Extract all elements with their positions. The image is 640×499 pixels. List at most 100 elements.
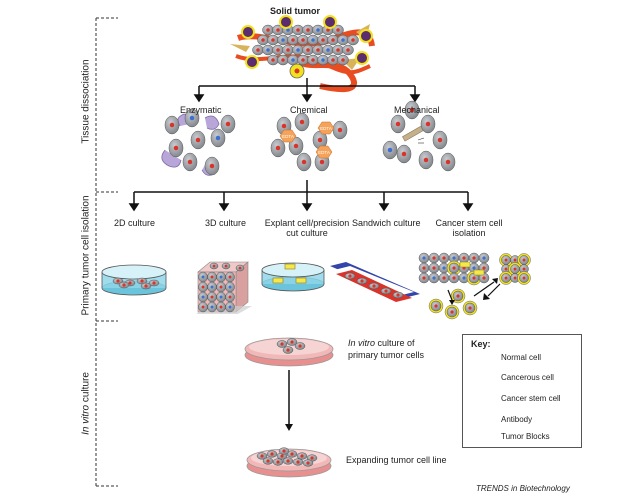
csc-cluster-cell	[478, 252, 490, 264]
cube-cell	[198, 271, 208, 283]
stage-culture-word: culture	[80, 372, 92, 405]
solid-tumor-title: Solid tumor	[270, 6, 320, 16]
key-antibody: Antibody	[501, 415, 533, 424]
mechanical-cell	[418, 150, 434, 170]
tumor-nodule	[323, 15, 337, 29]
mechanical-cell	[432, 130, 448, 150]
tumor-cell	[277, 34, 289, 46]
cube-cell	[225, 271, 235, 283]
tumor-nodule	[241, 25, 255, 39]
tumor-cell	[252, 44, 264, 56]
tumor-cell	[292, 44, 304, 56]
tumor-cell	[272, 44, 284, 56]
csc-isolation	[418, 252, 531, 320]
tumor-block	[473, 269, 485, 276]
isolation-csc-line1: Cancer stem cell	[435, 218, 503, 228]
cube-cell	[207, 271, 217, 283]
cube-cell	[209, 262, 219, 270]
tumor-nodule	[359, 29, 373, 43]
tumor-nodule	[245, 55, 259, 69]
expanding-cell	[302, 459, 314, 467]
tumor-cell	[332, 24, 344, 36]
sandwich-culture	[330, 262, 420, 302]
edta-tag: EDTA	[315, 145, 333, 159]
csc-sorted-cell	[444, 304, 460, 320]
invitro-dish	[244, 337, 334, 367]
method-chemical: Chemical	[290, 105, 328, 115]
enzymatic-cell	[190, 130, 206, 150]
tumor-cell	[272, 24, 284, 36]
tumor-cell	[292, 24, 304, 36]
cube-cell	[198, 291, 208, 303]
tumor-cell	[327, 54, 339, 66]
csc-cluster-cell	[517, 271, 531, 285]
sandwich-cell	[368, 282, 380, 290]
cube-cell	[216, 271, 226, 283]
invitro-rest: culture of	[375, 338, 415, 348]
stage-tissue-dissociation: Tissue dissociation	[80, 59, 92, 144]
mechanical-cell	[440, 152, 456, 172]
isolation-explant-line2: cut culture	[286, 228, 328, 238]
tumor-cell	[332, 44, 344, 56]
tumor-cell	[262, 44, 274, 56]
key-normal: Normal cell	[501, 353, 542, 362]
tumor-cell	[312, 44, 324, 56]
key-cancerous: Cancerous cell	[501, 373, 554, 382]
csc-cluster-cell	[517, 253, 531, 267]
expanding-cell	[256, 452, 268, 460]
tumor-cell	[297, 54, 309, 66]
cube-cell	[225, 291, 235, 303]
dissociation-connectors	[193, 78, 421, 103]
csc-cluster-cell	[438, 262, 450, 274]
solid-tumor-illustration	[230, 15, 375, 93]
cube-cell	[216, 291, 226, 303]
mechanical-cluster	[382, 100, 456, 172]
stage-in-vitro-italic: In vitro	[80, 404, 92, 435]
mechanical-cell	[420, 114, 436, 134]
method-enzymatic: Enzymatic	[180, 105, 222, 115]
dish-cell	[140, 282, 152, 290]
tumor-cell	[287, 34, 299, 46]
tumor-block	[459, 261, 471, 268]
tumor-cell	[337, 54, 349, 66]
csc-cluster-cell	[418, 272, 430, 284]
sandwich-cell	[392, 291, 404, 299]
csc-sorted-cell	[450, 288, 466, 304]
invitro-cell	[276, 340, 288, 348]
tumor-cell	[302, 44, 314, 56]
edta-tag: EDTA	[317, 121, 335, 135]
tumor-cell	[267, 54, 279, 66]
cube-cell	[198, 281, 208, 293]
method-mechanical: Mechanical	[394, 105, 440, 115]
isolation-csc: Cancer stem cell isolation	[426, 218, 512, 238]
culture-2d-dish	[101, 264, 167, 296]
cube-cell	[225, 281, 235, 293]
cube-cell	[198, 301, 208, 313]
mechanical-cell	[382, 140, 398, 160]
tumor-cell	[327, 34, 339, 46]
csc-sorted-cell	[462, 300, 478, 316]
expanding-cell	[286, 450, 298, 458]
isolation-2d-culture: 2D culture	[114, 218, 156, 228]
isolation-explant: Explant cell/precision cut culture	[254, 218, 360, 238]
tumor-cell	[282, 44, 294, 56]
cube-cell	[225, 301, 235, 313]
cube-cell	[207, 301, 217, 313]
sandwich-cell	[380, 287, 392, 295]
csc-cluster-cell	[418, 252, 430, 264]
svg-text:EDTA: EDTA	[320, 126, 332, 131]
stage-bracket	[95, 17, 118, 487]
enzymatic-cell	[182, 152, 198, 172]
enzymatic-cell	[164, 115, 180, 135]
key-blocks: Tumor Blocks	[501, 432, 550, 441]
dish-cell	[148, 279, 160, 287]
culture-3d-cube	[196, 261, 252, 314]
svg-text:EDTA: EDTA	[282, 134, 294, 139]
tumor-cell	[267, 34, 279, 46]
tumor-cell	[347, 34, 359, 46]
key-legend: Key: Normal cell Cancerous cell Cancer s…	[462, 334, 582, 448]
expanding-cell	[292, 458, 304, 466]
cube-cell	[235, 264, 245, 272]
cube-cell	[216, 301, 226, 313]
csc-cluster-cell	[468, 252, 480, 264]
